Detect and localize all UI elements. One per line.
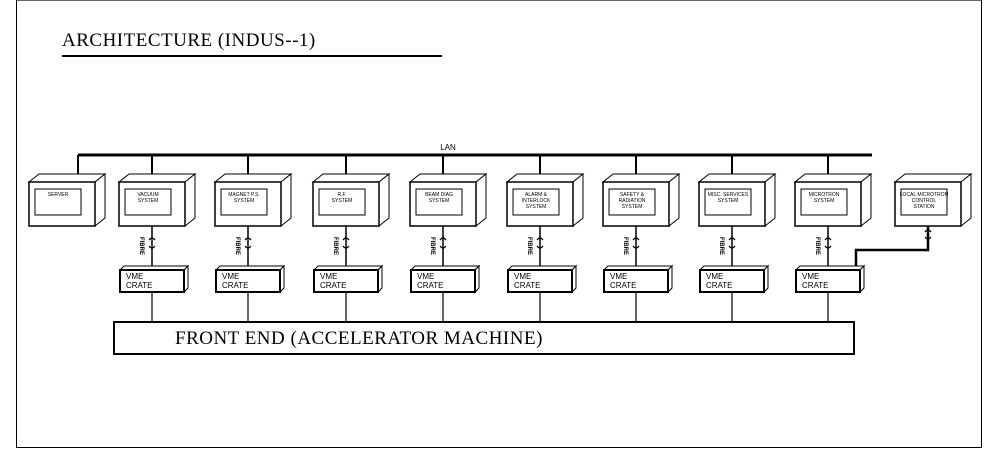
system-label: SERVER [48,192,69,198]
crate-label-line: VME [320,272,337,281]
fibre-label: FIBRE [526,237,532,255]
box-side-face [281,174,291,226]
system-box: MAGNET P.S.SYSTEM [215,174,291,226]
crate-label-line: CRATE [222,281,249,290]
box-top-face [215,174,291,182]
box-side-face [95,174,105,226]
box-side-face [861,174,871,226]
system-box: SERVER [29,174,105,226]
system-label-line: SYSTEM [718,198,739,204]
box-side-face [669,174,679,226]
front-end-label: FRONT END (ACCELERATOR MACHINE) [175,328,543,349]
box-side-face [185,174,195,226]
box-top-face [895,174,971,182]
box-top-face [313,174,389,182]
system-label-line: SYSTEM [814,198,835,204]
fibre-label: FIBRE [429,237,435,255]
box-top-face [119,174,195,182]
crate-label-line: VME [802,272,819,281]
box-top-face [507,174,583,182]
box-side-face [573,174,583,226]
crate-label-line: VME [222,272,239,281]
box-side-face [961,174,971,226]
crate-label-line: VME [417,272,434,281]
crate-label-line: CRATE [706,281,733,290]
lan-label: LAN [440,143,456,152]
vme-crate: VMECRATE [508,266,576,292]
system-label-line: SYSTEM [234,198,255,204]
system-label-line: SYSTEM [138,198,159,204]
box-top-face [29,174,105,182]
crate-label-line: CRATE [610,281,637,290]
fibre-label: FIBRE [718,237,724,255]
crate-label-line: CRATE [320,281,347,290]
system-label-line: SYSTEM [429,198,450,204]
system-label: SAFETY &RADIATIONSYSTEM [619,192,646,210]
crate-label-line: VME [706,272,723,281]
fibre-label: FIBRE [234,237,240,255]
crate-label-line: CRATE [126,281,153,290]
system-label-line: SYSTEM [526,204,547,210]
fibre-label: FIBRE [814,237,820,255]
crate-label-line: CRATE [417,281,444,290]
system-label-line: SYSTEM [622,204,643,210]
crate-label-line: CRATE [802,281,829,290]
crate-label-line: VME [610,272,627,281]
crate-label-line: CRATE [514,281,541,290]
box-top-face [699,174,775,182]
microtron-local-link [856,226,928,268]
fibre-label: FIBRE [138,237,144,255]
system-label-line: SERVER [48,192,69,198]
system-box: BEAM DIAGSYSTEM [410,174,486,226]
box-top-face [795,174,871,182]
crate-label-line: VME [126,272,143,281]
box-side-face [765,174,775,226]
system-label-line: SYSTEM [332,198,353,204]
box-top-face [410,174,486,182]
box-side-face [476,174,486,226]
box-side-face [379,174,389,226]
box-top-face [603,174,679,182]
system-label: BEAM DIAGSYSTEM [425,192,453,204]
system-box: R.F.SYSTEM [313,174,389,226]
fibre-label: FIBRE [332,237,338,255]
system-label-line: STATION [914,204,935,210]
crate-label-line: VME [514,272,531,281]
fibre-label: FIBRE [622,237,628,255]
